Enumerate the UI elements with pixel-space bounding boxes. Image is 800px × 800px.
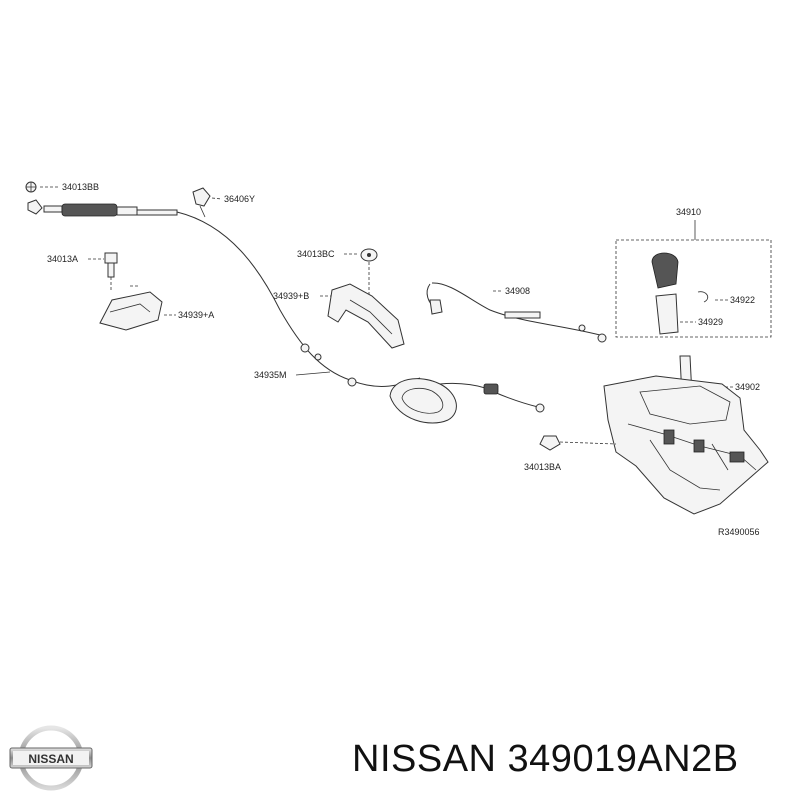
label-34939b: 34939+B	[273, 291, 309, 301]
label-34929: 34929	[698, 317, 723, 327]
cable-end-upper	[27, 199, 178, 217]
part-34910: 34910 34922 34929	[615, 207, 772, 338]
part-number-caption: NISSAN 349019AN2B	[352, 738, 739, 780]
label-34935m: 34935M	[254, 370, 287, 380]
label-36406y: 36406Y	[224, 194, 255, 204]
part-34908: 34908	[426, 282, 607, 343]
part-36406y: 36406Y	[192, 187, 255, 218]
part-34013bb: 34013BB	[25, 181, 99, 193]
part-34939a: 34939+A	[99, 285, 214, 331]
part-34013ba: 34013BA	[524, 435, 617, 472]
label-34939a: 34939+A	[178, 310, 214, 320]
label-34013bb: 34013BB	[62, 182, 99, 192]
label-34013a: 34013A	[47, 254, 78, 264]
nissan-logo: NISSAN	[9, 725, 93, 791]
part-34935m: 34935M	[176, 211, 545, 424]
part-34939b: 34939+B	[273, 283, 405, 349]
part-34902: 34902	[603, 355, 769, 515]
label-34013bc: 34013BC	[297, 249, 335, 259]
part-34013bc: 34013BC	[297, 248, 378, 300]
label-34902: 34902	[735, 382, 760, 392]
label-34910: 34910	[676, 207, 701, 217]
reference-code: R3490056	[718, 527, 760, 537]
part-34013a: 34013A	[47, 252, 118, 290]
svg-text:NISSAN: NISSAN	[28, 752, 73, 766]
label-34013ba: 34013BA	[524, 462, 561, 472]
label-34908: 34908	[505, 286, 530, 296]
label-34922: 34922	[730, 295, 755, 305]
